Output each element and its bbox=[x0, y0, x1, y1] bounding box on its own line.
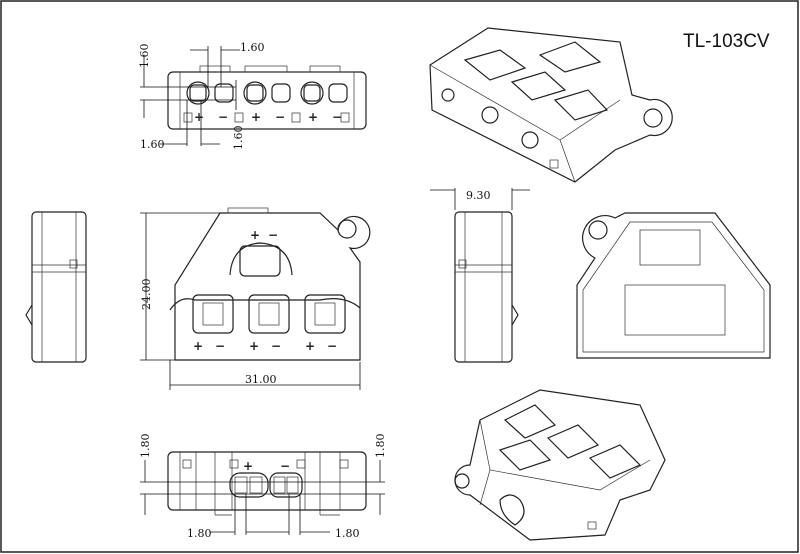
front-view: +− +− +− +− 24.00 31.00 bbox=[140, 207, 371, 390]
dim-front-width: 31.00 bbox=[245, 373, 277, 386]
label: − bbox=[271, 339, 281, 353]
right-side-view: 9.30 bbox=[430, 188, 530, 363]
dim-top-horizontal-top: 1.60 bbox=[240, 41, 265, 54]
dim-top-vertical-left: 1.60 bbox=[138, 44, 151, 69]
model-title: TL-103CV bbox=[683, 31, 770, 52]
dim-bottom-vertical-left: 1.80 bbox=[139, 434, 152, 459]
socket-pair-1 bbox=[186, 81, 234, 105]
dim-top-vertical-center: 1.60 bbox=[232, 126, 245, 151]
minus-mark: − bbox=[218, 110, 228, 124]
plus-mark: + bbox=[194, 110, 204, 124]
isometric-view-bottom bbox=[454, 389, 666, 541]
dim-bottom-horizontal-left: 1.80 bbox=[187, 527, 212, 540]
dim-top-horizontal-bottom: 1.60 bbox=[140, 138, 165, 151]
dim-bottom-horizontal-right: 1.80 bbox=[335, 527, 360, 540]
minus-mark: − bbox=[332, 110, 342, 124]
dim-front-height: 24.00 bbox=[140, 279, 153, 311]
label: + bbox=[243, 459, 253, 473]
dim-side-width: 9.30 bbox=[466, 189, 491, 202]
label: − bbox=[215, 339, 225, 353]
label: + bbox=[193, 339, 203, 353]
plus-mark: + bbox=[251, 110, 261, 124]
label: + bbox=[249, 339, 259, 353]
bottom-view: + − 1.80 1.80 1.80 1.80 bbox=[139, 434, 387, 541]
minus-mark: − bbox=[275, 110, 285, 124]
label: − bbox=[280, 459, 290, 473]
top-view: + − + − + − 1.60 1.60 1.60 1.60 bbox=[138, 41, 367, 151]
socket-pair-3 bbox=[300, 81, 348, 105]
socket-pair-2 bbox=[243, 81, 291, 105]
back-view bbox=[576, 212, 771, 359]
plus-mark: + bbox=[308, 110, 318, 124]
dim-bottom-vertical-right: 1.80 bbox=[374, 434, 387, 459]
label: + bbox=[250, 228, 260, 242]
left-side-view bbox=[25, 211, 87, 363]
label: − bbox=[268, 228, 278, 242]
label: − bbox=[327, 339, 337, 353]
isometric-view-top bbox=[429, 27, 673, 183]
label: + bbox=[305, 339, 315, 353]
